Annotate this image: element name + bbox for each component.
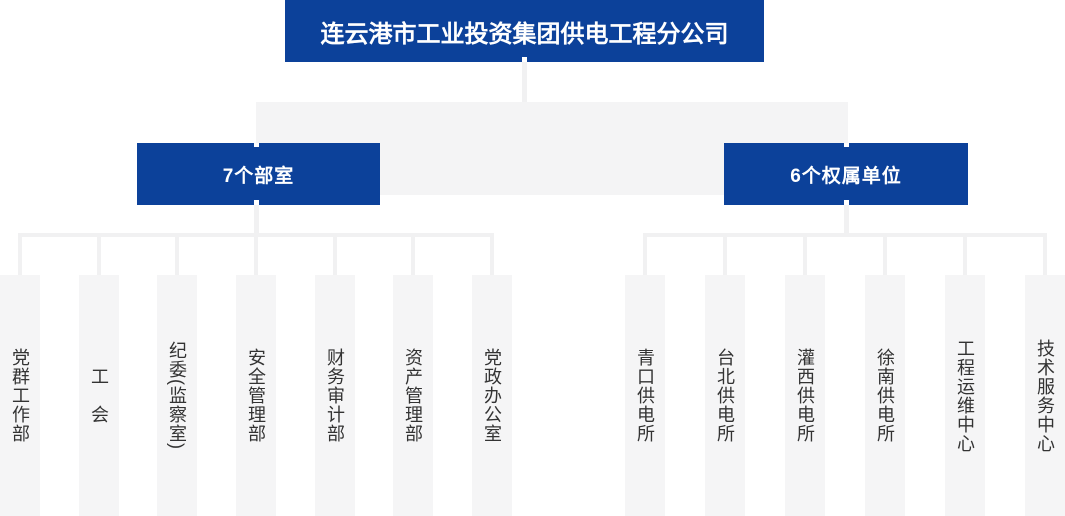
leaf-label: 党政办公室 [482, 348, 502, 443]
connector-drop [254, 237, 258, 275]
leaf-label: 技术服务中心 [1035, 338, 1055, 453]
connector-drop [411, 237, 415, 275]
leaf-node-party-admin-office: 党政办公室 [472, 275, 512, 516]
leaf-node-taibei-power-station: 台北供电所 [705, 275, 745, 516]
leaf-label: 财务审计部 [325, 348, 345, 443]
leaf-label: 安全管理部 [246, 348, 266, 443]
root-node-label: 连云港市工业投资集团供电工程分公司 [320, 20, 729, 48]
connector-rail-right [643, 233, 1047, 237]
leaf-label: 台北供电所 [715, 348, 735, 443]
connector-drop [1043, 237, 1047, 275]
connector-root-vertical [522, 62, 527, 102]
leaf-node-party-mass-work-dept: 党群工作部 [0, 275, 40, 516]
leaf-label: 纪委(监察室) [167, 341, 187, 450]
group2-bottom-tick [844, 200, 849, 205]
leaf-node-labor-union: 工 会 [79, 275, 119, 516]
connector-drop [490, 237, 494, 275]
connector-drop [97, 237, 101, 275]
connector-group2-stem [844, 205, 849, 237]
connector-drop [18, 237, 22, 275]
leaf-node-qingkou-power-station: 青口供电所 [625, 275, 665, 516]
leaf-node-asset-management-dept: 资产管理部 [393, 275, 433, 516]
root-node: 连云港市工业投资集团供电工程分公司 [285, 0, 764, 62]
leaf-node-technical-service-center: 技术服务中心 [1025, 275, 1065, 516]
leaf-label: 徐南供电所 [875, 348, 895, 443]
connector-drop [963, 237, 967, 275]
root-bottom-tick [522, 57, 527, 62]
group1-top-tick [254, 143, 259, 147]
connector-group1-stem [254, 205, 259, 237]
leaf-label: 党群工作部 [10, 348, 30, 443]
leaf-label: 资产管理部 [403, 348, 423, 443]
connector-drop [175, 237, 179, 275]
leaf-label: 灌西供电所 [795, 348, 815, 443]
connector-drop [883, 237, 887, 275]
group-node-subordinate-units: 6个权属单位 [724, 143, 968, 205]
leaf-node-safety-management-dept: 安全管理部 [236, 275, 276, 516]
leaf-node-xunan-power-station: 徐南供电所 [865, 275, 905, 516]
leaf-label: 青口供电所 [635, 348, 655, 443]
group2-top-tick [844, 143, 849, 147]
leaf-label: 工 会 [89, 367, 109, 424]
leaf-node-guanxi-power-station: 灌西供电所 [785, 275, 825, 516]
leaf-label: 工程运维中心 [955, 338, 975, 453]
leaf-node-engineering-om-center: 工程运维中心 [945, 275, 985, 516]
group-node-departments: 7个部室 [137, 143, 380, 205]
group-subordinate-units-label: 6个权属单位 [790, 165, 902, 187]
leaf-node-discipline-inspection: 纪委(监察室) [157, 275, 197, 516]
connector-drop [333, 237, 337, 275]
connector-drop [643, 237, 647, 275]
connector-drop [803, 237, 807, 275]
connector-rail-left [18, 233, 494, 237]
connector-drop [723, 237, 727, 275]
group1-bottom-tick [254, 200, 259, 205]
leaf-node-finance-audit-dept: 财务审计部 [315, 275, 355, 516]
group-departments-label: 7个部室 [222, 165, 295, 187]
